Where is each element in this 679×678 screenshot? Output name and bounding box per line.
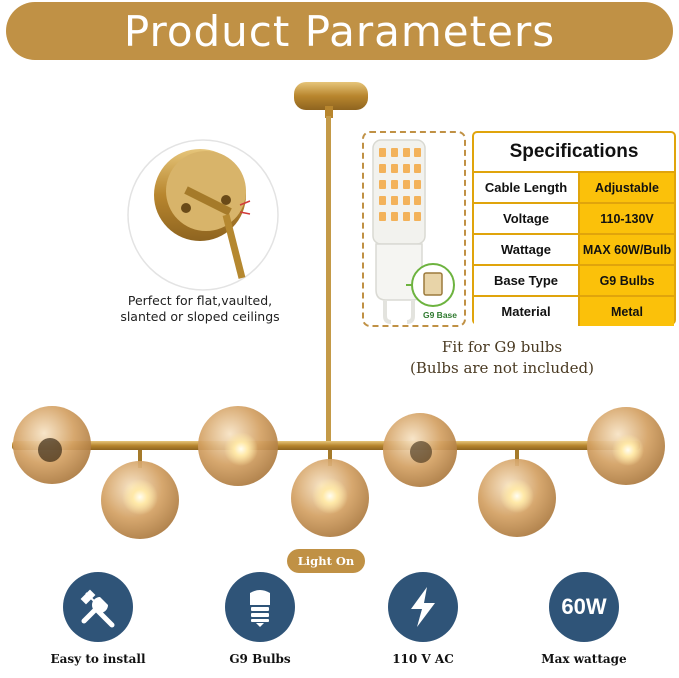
spec-value: G9 Bulbs — [579, 265, 674, 297]
specifications-panel: Specifications Cable Length Adjustable V… — [472, 131, 676, 326]
horizontal-bar — [12, 441, 640, 450]
bulb-inset-frame — [362, 131, 466, 327]
header-banner: Product Parameters — [6, 2, 673, 60]
specifications-title: Specifications — [474, 133, 674, 173]
spec-value: Adjustable — [579, 173, 674, 204]
feature-label: Max wattage — [541, 652, 627, 666]
canopy-detail-zoom — [127, 139, 279, 291]
globe-1 — [13, 406, 91, 484]
spec-key: Wattage — [474, 234, 580, 266]
spec-row: Material Metal — [474, 296, 674, 326]
ceiling-canopy — [294, 82, 368, 118]
spec-value: Metal — [579, 296, 674, 326]
globe-6 — [478, 450, 556, 537]
feature-voltage: 110 V AC — [358, 572, 488, 666]
light-on-badge: Light On — [287, 549, 365, 573]
spec-key: Voltage — [474, 203, 580, 235]
wattage-value: 60W — [561, 594, 607, 619]
bulb-base-icon — [225, 572, 295, 642]
fit-note-line-1: Fit for G9 bulbs — [441, 338, 563, 356]
globe-4 — [291, 450, 369, 537]
globe-3 — [198, 406, 278, 486]
spec-value: MAX 60W/Bulb — [579, 234, 674, 266]
page-title: Product Parameters — [123, 6, 556, 56]
feature-label: Easy to install — [50, 652, 146, 666]
globe-7 — [587, 407, 665, 485]
specifications-table: Cable Length Adjustable Voltage 110-130V… — [474, 173, 674, 326]
spec-row: Base Type G9 Bulbs — [474, 265, 674, 297]
globe-5 — [383, 413, 457, 487]
hanging-rod — [326, 116, 331, 446]
lightning-icon — [388, 572, 458, 642]
feature-max-wattage: 60W Max wattage — [519, 572, 649, 666]
wattage-icon: 60W — [549, 572, 619, 642]
ceiling-note-line-2: slanted or sloped ceilings — [120, 309, 279, 324]
fit-note-line-2: (Bulbs are not included) — [410, 359, 594, 377]
globe-2 — [101, 450, 179, 539]
spec-key: Material — [474, 296, 580, 326]
feature-g9-bulbs: G9 Bulbs — [195, 572, 325, 666]
feature-easy-install: Easy to install — [33, 572, 163, 666]
g9-bulb-image — [372, 139, 455, 324]
spec-key: Base Type — [474, 265, 580, 297]
feature-label: G9 Bulbs — [229, 652, 291, 666]
spec-key: Cable Length — [474, 173, 580, 204]
spec-row: Cable Length Adjustable — [474, 173, 674, 204]
spec-value: 110-130V — [579, 203, 674, 235]
spec-row: Wattage MAX 60W/Bulb — [474, 234, 674, 266]
g9-base-label: G9 Base — [423, 310, 457, 320]
fit-note: Fit for G9 bulbs (Bulbs are not included… — [392, 337, 612, 379]
feature-label: 110 V AC — [392, 652, 454, 666]
spec-row: Voltage 110-130V — [474, 203, 674, 235]
ceiling-note-line-1: Perfect for flat,vaulted, — [128, 293, 272, 308]
tools-icon — [63, 572, 133, 642]
